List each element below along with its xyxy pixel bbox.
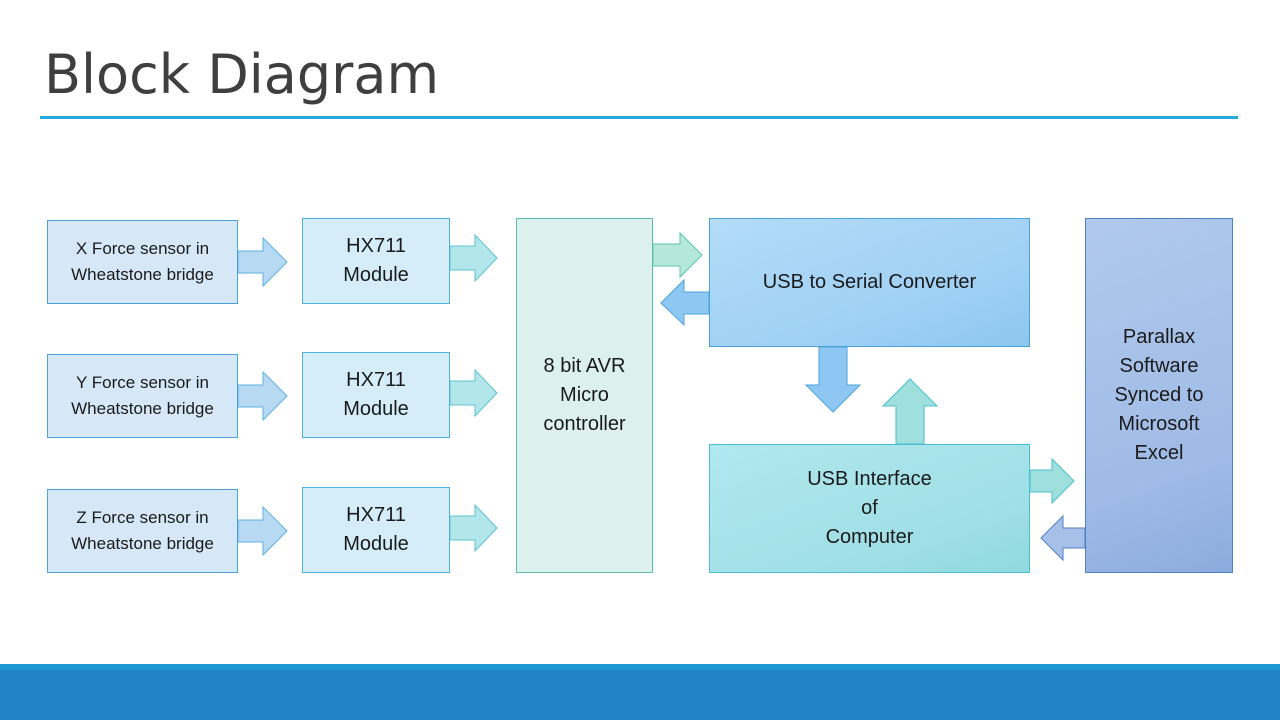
z-force-sensor-block: Z Force sensor in Wheatstone bridge xyxy=(47,489,238,573)
hx711-module-z-block: HX711 Module xyxy=(302,487,450,573)
arrow-hx711-1-to-mcu xyxy=(449,233,498,283)
microcontroller-label: 8 bit AVR Micro controller xyxy=(543,355,626,435)
hx711-module-y-block: HX711 Module xyxy=(302,352,450,438)
title-divider xyxy=(40,116,1238,119)
footer-accent-bar xyxy=(0,664,1280,670)
arrow-software-to-usb-interface xyxy=(1040,514,1086,562)
hx711-module-x-block: HX711 Module xyxy=(302,218,450,304)
hx711-module-y-label: HX711 Module xyxy=(343,369,409,420)
footer-bar xyxy=(0,670,1280,720)
hx711-module-z-label: HX711 Module xyxy=(343,504,409,555)
y-force-sensor-label: Y Force sensor in Wheatstone bridge xyxy=(71,373,214,418)
arrow-usb-serial-to-usb-interface xyxy=(804,346,862,413)
arrow-hx711-2-to-mcu xyxy=(449,368,498,418)
arrow-mcu-to-usb-serial xyxy=(652,231,703,279)
parallax-software-block: Parallax Software Synced to Microsoft Ex… xyxy=(1085,218,1233,573)
parallax-software-label: Parallax Software Synced to Microsoft Ex… xyxy=(1114,326,1204,464)
x-force-sensor-block: X Force sensor in Wheatstone bridge xyxy=(47,220,238,304)
usb-interface-block: USB Interface of Computer xyxy=(709,444,1030,573)
arrow-sensor-y-to-hx711 xyxy=(237,370,288,422)
arrow-usb-serial-to-mcu xyxy=(660,278,710,327)
usb-serial-converter-block: USB to Serial Converter xyxy=(709,218,1030,347)
x-force-sensor-label: X Force sensor in Wheatstone bridge xyxy=(71,239,214,284)
microcontroller-block: 8 bit AVR Micro controller xyxy=(516,218,653,573)
z-force-sensor-label: Z Force sensor in Wheatstone bridge xyxy=(71,508,214,553)
arrow-usb-interface-to-usb-serial xyxy=(881,378,939,445)
arrow-hx711-3-to-mcu xyxy=(449,503,498,553)
arrow-usb-interface-to-software xyxy=(1029,457,1075,505)
arrow-sensor-z-to-hx711 xyxy=(237,505,288,557)
hx711-module-x-label: HX711 Module xyxy=(343,235,409,286)
usb-interface-label: USB Interface of Computer xyxy=(807,468,932,548)
usb-serial-converter-label: USB to Serial Converter xyxy=(762,271,977,293)
page-title: Block Diagram xyxy=(44,43,440,106)
y-force-sensor-block: Y Force sensor in Wheatstone bridge xyxy=(47,354,238,438)
arrow-sensor-x-to-hx711 xyxy=(237,236,288,288)
